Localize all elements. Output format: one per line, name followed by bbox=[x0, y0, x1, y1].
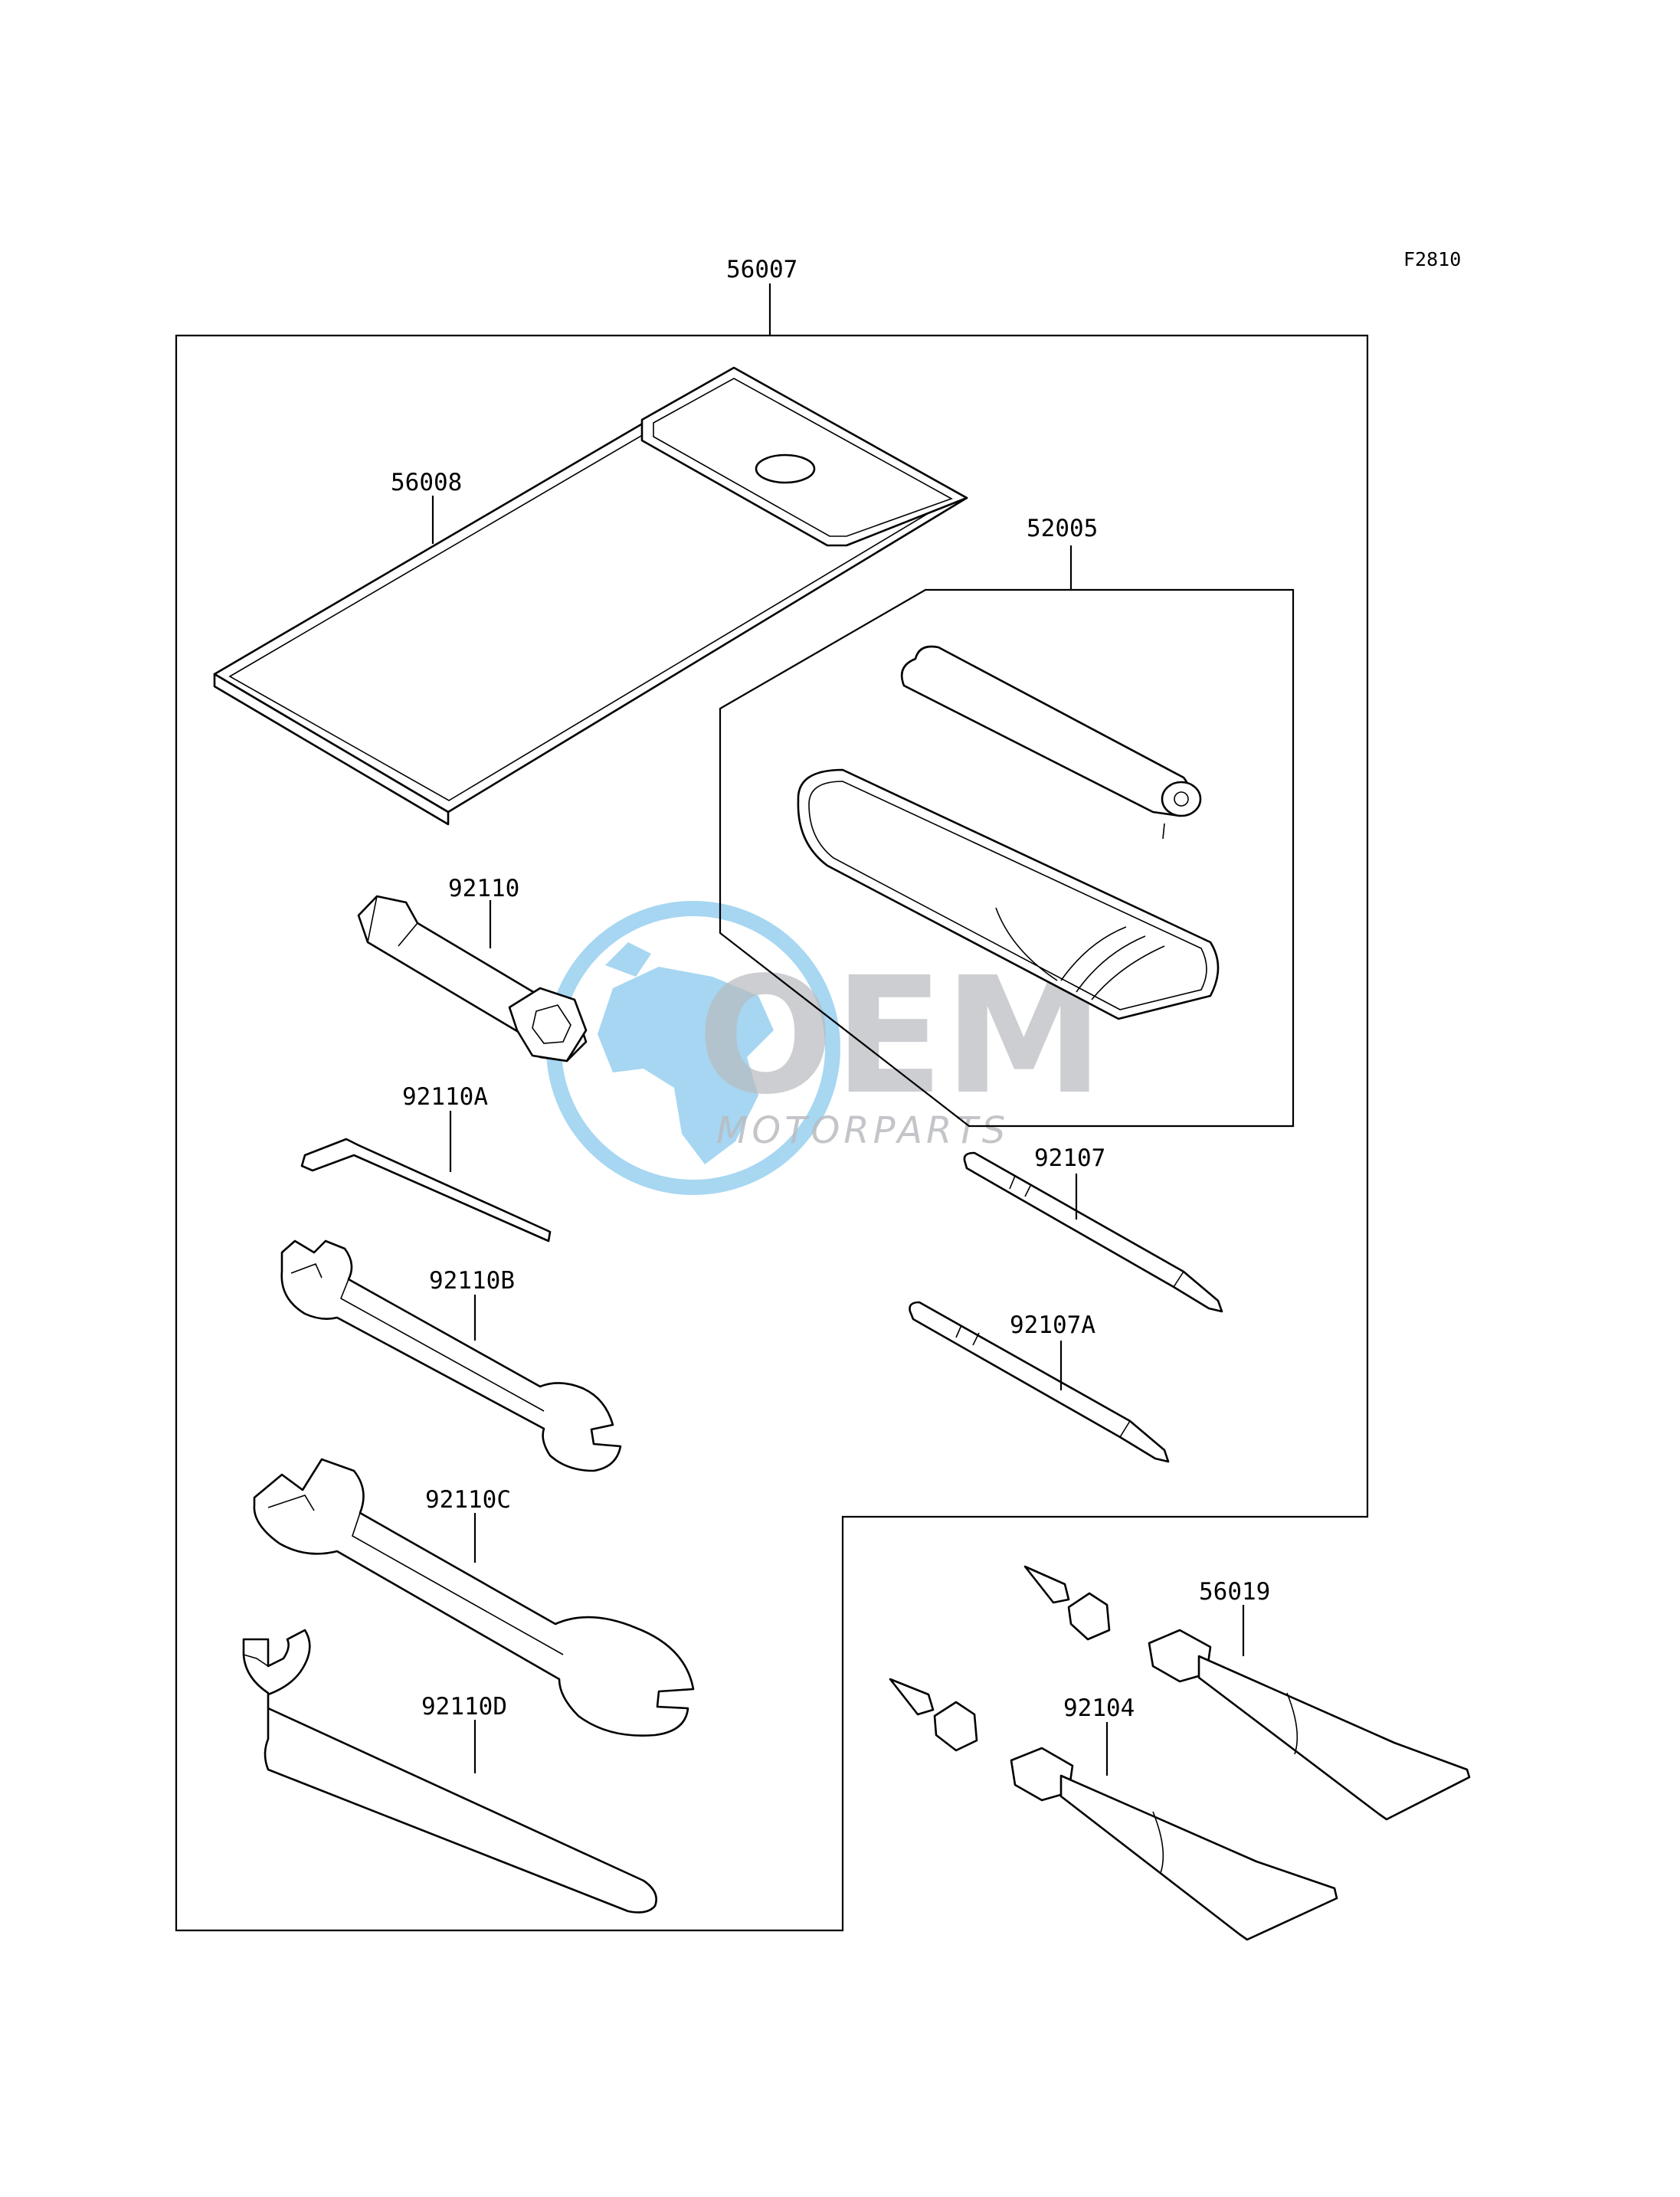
pump-set-frame bbox=[719, 545, 1295, 1128]
label-56007: 56007 bbox=[726, 256, 797, 283]
label-92107: 92107 bbox=[1034, 1144, 1105, 1172]
open-end-wrench-c-icon bbox=[253, 1458, 695, 1737]
label-92107A: 92107A bbox=[1010, 1311, 1095, 1339]
label-56019: 56019 bbox=[1199, 1578, 1270, 1606]
label-92110A: 92110A bbox=[402, 1083, 488, 1111]
c-spanner-icon bbox=[242, 1629, 657, 1914]
bond-tube-icon bbox=[889, 1678, 1338, 1941]
figure-code: F2810 bbox=[1403, 248, 1461, 270]
label-56008: 56008 bbox=[391, 469, 462, 496]
open-end-wrench-b-icon bbox=[280, 1239, 622, 1472]
label-92110: 92110 bbox=[448, 875, 519, 902]
label-92104: 92104 bbox=[1063, 1694, 1135, 1722]
watermark-sub: MOTORPARTS bbox=[716, 1109, 1009, 1152]
screwdriver-a-icon bbox=[909, 1301, 1170, 1463]
grease-tube-icon bbox=[1023, 1565, 1471, 1821]
label-52005: 52005 bbox=[1027, 515, 1098, 542]
hex-key-icon bbox=[300, 1138, 552, 1243]
kit-frame bbox=[175, 283, 1369, 1932]
tool-pouch-icon bbox=[213, 366, 968, 826]
label-92110D: 92110D bbox=[421, 1693, 507, 1721]
screwdriver-icon bbox=[963, 1151, 1223, 1313]
air-pump-icon bbox=[900, 645, 1202, 840]
plug-wrench-icon bbox=[357, 895, 588, 1062]
label-92110C: 92110C bbox=[425, 1486, 511, 1514]
pump-bag-icon bbox=[797, 768, 1220, 1020]
label-92110B: 92110B bbox=[429, 1267, 515, 1295]
